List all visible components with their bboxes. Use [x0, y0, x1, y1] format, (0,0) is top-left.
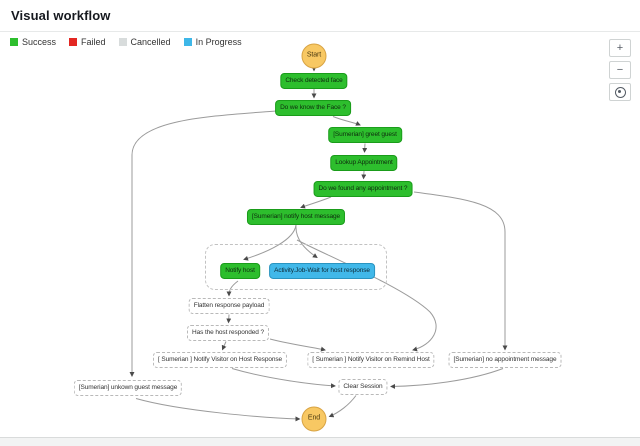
legend-item-cancelled: Cancelled [118, 37, 171, 47]
page-title: Visual workflow [11, 8, 111, 23]
status-legend: Success Failed Cancelled In Progress [10, 37, 242, 47]
node-notify-visitor-on-host-response[interactable]: [ Sumerian ] Notify Visitor on Host Resp… [152, 351, 288, 369]
center-view-button[interactable] [609, 83, 631, 101]
legend-item-success: Success [10, 37, 56, 47]
zoom-out-button[interactable]: − [609, 61, 631, 79]
zoom-in-button[interactable]: + [609, 39, 631, 57]
diagram-controls: + − [609, 39, 631, 101]
node-start: Start [301, 43, 327, 69]
node-notify-host[interactable]: Notify host [220, 262, 260, 280]
legend-label: Success [22, 37, 57, 47]
legend-label: Failed [81, 37, 106, 47]
plus-icon: + [616, 42, 624, 54]
node-clear-session[interactable]: Clear Session [338, 378, 388, 396]
node-do-we-know-the-face[interactable]: Do we know the Face ? [275, 99, 351, 117]
node-flatten-response-payload[interactable]: Flatten response payload [188, 297, 270, 315]
legend-label: Cancelled [130, 37, 171, 47]
legend-label: In Progress [195, 37, 242, 47]
node-check-detected-face[interactable]: Check detected face [280, 72, 348, 90]
legend-item-failed: Failed [69, 37, 106, 47]
node-notify-visitor-on-remind-host[interactable]: [ Sumerian ] Notify Visitor on Remind Ho… [307, 351, 435, 369]
node-no-appointment-message[interactable]: [Sumerian] no appointment message [448, 351, 562, 369]
node-unkown-guest-message[interactable]: [Sumerian] unkown guest message [73, 379, 183, 397]
in-progress-swatch-icon [183, 38, 192, 46]
node-has-the-host-responded[interactable]: Has the host responded ? [186, 324, 270, 342]
minus-icon: − [616, 64, 624, 76]
panel-header: Visual workflow [0, 0, 640, 32]
failed-swatch-icon [69, 38, 78, 46]
node-end: End [301, 406, 327, 432]
node-sumerian-notify-host-message[interactable]: [Sumerian] notify host message [246, 208, 346, 226]
node-activity-job-wait-for-host-response[interactable]: Activity.Job-Wait for host response [269, 262, 375, 280]
target-icon [614, 86, 626, 98]
node-sumerian-greet-guest[interactable]: [Sumerian] greet guest [328, 126, 402, 144]
node-do-we-found-any-appointment[interactable]: Do we found any appointment ? [313, 180, 413, 198]
legend-item-in-progress: In Progress [183, 37, 242, 47]
node-lookup-appointment[interactable]: Lookup Appointment [330, 154, 398, 172]
cancelled-swatch-icon [118, 38, 127, 46]
success-swatch-icon [10, 38, 18, 46]
